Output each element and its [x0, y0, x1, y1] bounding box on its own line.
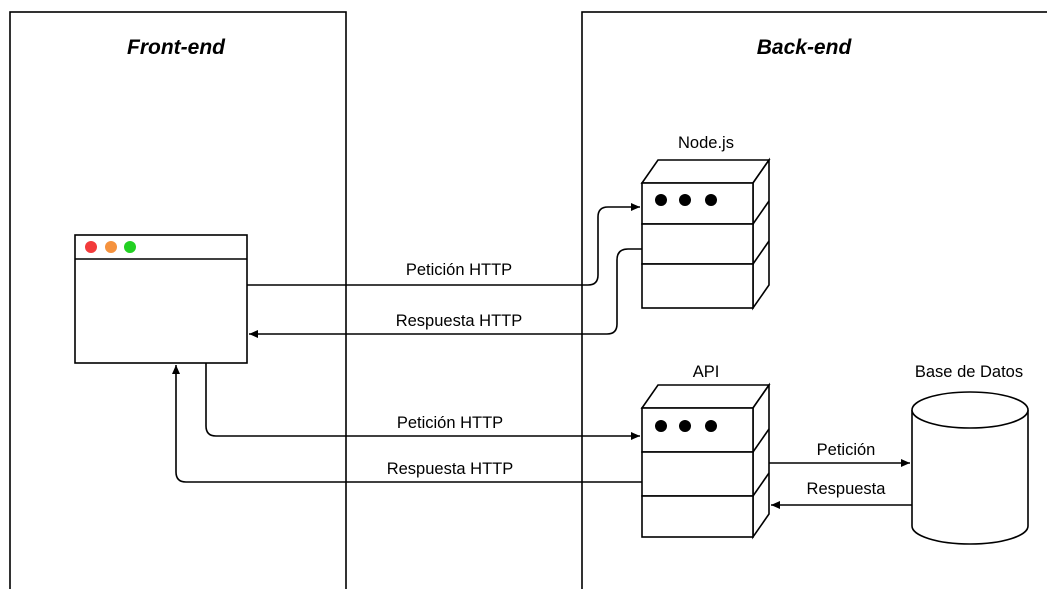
browser-window: [74, 234, 248, 364]
db-request-arrow: Petición: [769, 441, 910, 467]
backend-panel-border: [581, 11, 1047, 589]
database-label: Base de Datos: [915, 363, 1023, 381]
node-server-unit: [641, 263, 754, 309]
node-response-connector: [249, 248, 642, 338]
db-response-label: Respuesta: [807, 480, 887, 498]
node-request-arrow: Petición HTTP: [247, 203, 640, 286]
node-response-label: Respuesta HTTP: [396, 312, 523, 330]
frontend-panel-border: [9, 11, 347, 589]
node-request-label: Petición HTTP: [406, 261, 512, 279]
api-server-unit: [641, 495, 754, 538]
status-light-icon: [705, 420, 717, 432]
database-body: [911, 410, 1029, 545]
database-cylinder: Base de Datos: [911, 363, 1029, 545]
api-server-unit: [641, 451, 754, 497]
api-request-arrow: Petición HTTP: [205, 363, 640, 440]
backend-title: Back-end: [757, 36, 853, 59]
node-server-top-face: [640, 159, 771, 184]
api-request-connector: [205, 363, 640, 440]
status-light-icon: [679, 420, 691, 432]
api-response-connector: [172, 365, 642, 483]
status-light-icon: [655, 194, 667, 206]
node-server-side-divider: [752, 200, 770, 225]
node-server-side-divider: [752, 240, 770, 265]
node-server-label: Node.js: [678, 134, 734, 152]
status-light-icon: [705, 194, 717, 206]
api-server-top-face: [640, 384, 771, 409]
node-request-connector: [247, 203, 640, 286]
api-server-side-divider: [752, 428, 770, 453]
db-request-label: Petición: [817, 441, 876, 459]
api-server-stack: API: [640, 363, 771, 540]
frontend-panel: Front-end: [9, 11, 347, 589]
api-server-side-face: [752, 382, 770, 540]
api-request-label: Petición HTTP: [397, 414, 503, 432]
browser-minimize-dot-icon: [105, 241, 117, 253]
api-server-label: API: [693, 363, 720, 381]
node-server-stack: Node.js: [640, 134, 771, 311]
backend-panel: Back-end: [581, 11, 1047, 589]
api-response-label: Respuesta HTTP: [387, 460, 514, 478]
browser-frame: [74, 234, 248, 364]
status-light-icon: [655, 420, 667, 432]
db-response-arrow: Respuesta: [771, 480, 912, 509]
status-light-icon: [679, 194, 691, 206]
browser-maximize-dot-icon: [124, 241, 136, 253]
api-response-arrow: Respuesta HTTP: [172, 365, 642, 483]
api-server-side-divider: [752, 472, 770, 497]
frontend-title: Front-end: [127, 36, 226, 59]
browser-close-dot-icon: [85, 241, 97, 253]
database-top: [911, 391, 1029, 429]
node-server-side-face: [752, 157, 770, 311]
node-server-unit: [641, 223, 754, 265]
node-response-arrow: Respuesta HTTP: [249, 248, 642, 338]
